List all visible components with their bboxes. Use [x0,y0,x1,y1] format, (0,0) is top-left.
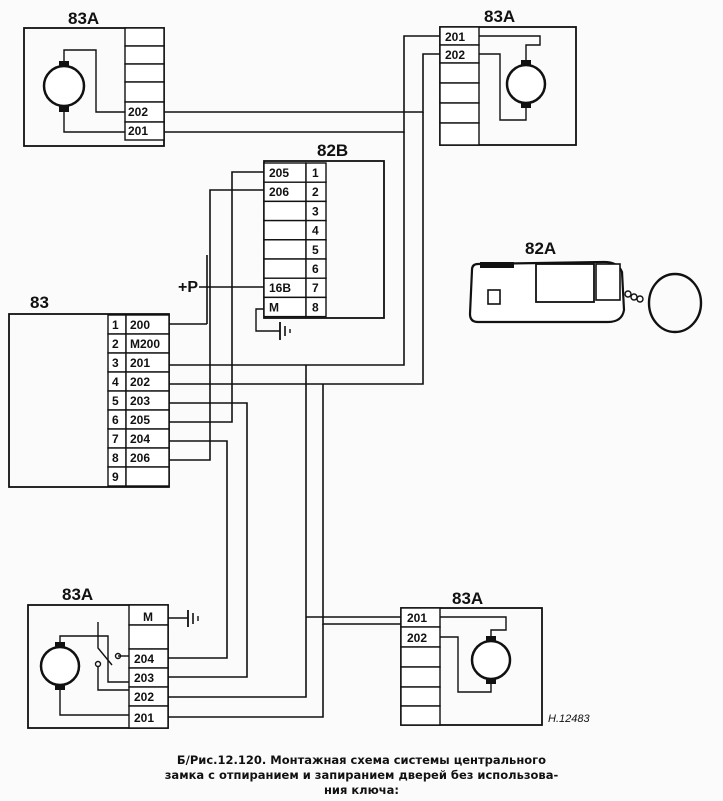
motor-bottom-right: 83A 201 202 [400,589,543,726]
motor-top-left-pin-label: 201 [128,124,148,138]
motor-icon [42,61,86,112]
relay-pin-number: 8 [312,300,319,314]
unit-pin-number: 4 [112,375,119,389]
unit-pin-name: 206 [130,451,150,465]
unit-pin-name: M200 [130,337,160,351]
motor-top-left-title: 83A [68,9,99,28]
unit-pin-number: 3 [112,356,119,370]
motor-top-left: 83A 202 201 [23,9,165,147]
unit-pin-name: 203 [130,394,150,408]
relay-pin-number: 6 [312,262,319,276]
relay-pin-number: 1 [312,166,319,180]
motor-top-right-pin-label: 201 [445,30,465,44]
motor-icon [505,60,547,108]
motor-icon [470,636,512,684]
caption-line-3: ния ключа: [323,783,400,797]
unit-pin-name: 205 [130,413,150,427]
unit-pin-number: 1 [112,318,119,332]
relay-pin-name: 206 [269,185,289,199]
motor-bottom-left-pin-label: 202 [134,690,154,704]
control-unit-pin-cells: 1 200 2 M200 3 201 4 202 5 203 6 205 7 204 8 206 9 [107,314,170,487]
relay-pin-cells: 205 1 206 2 3 4 5 6 16B 7M 8 [263,162,327,318]
motor-bottom-right-title: 83A [452,589,483,608]
motor-icon [39,642,81,690]
relay-pin-number-cell [305,296,327,318]
relay-pin-number: 3 [312,204,319,218]
remote-title: 82A [525,239,556,258]
motor-top-right-title: 83A [484,7,515,26]
power-label: +P [178,279,198,296]
relay-pin-number: 5 [312,243,319,257]
motor-top-right-pin-label: 202 [445,48,465,62]
caption-line-1: Б/Рис.12.120. Монтажная схема системы це… [176,753,547,767]
ground-icon [168,610,199,627]
relay-pin-name: M [269,300,279,314]
caption-line-2: замка с отпиранием и запиранием дверей б… [164,768,559,782]
unit-pin-name: 204 [130,432,150,446]
unit-pin-number: 2 [112,337,119,351]
relay-pin-name: 205 [269,166,289,180]
remote-key-fob: 82A [468,239,703,334]
relay-pin-number: 2 [312,185,319,199]
limit-switch-icon [94,622,129,691]
wiring-diagram: 83A 202 201 83A 201 202 [8,7,703,729]
relay-pin-name-cell [263,200,307,222]
motor-bottom-left-pin-label: 204 [134,652,154,666]
control-unit-title: 83 [30,293,49,312]
relay-pin-name-cell [263,239,307,260]
ground-icon [255,308,291,340]
key-ring-icon [647,272,703,334]
relay-pin-name: 16B [269,281,291,295]
motor-bottom-left-pin-label: 201 [134,711,154,725]
wiring-harness [164,35,440,718]
relay-pin-number: 4 [312,224,319,238]
motor-top-left-pin-label: 202 [128,105,148,119]
motor-bottom-left-pin-label: M [143,610,153,624]
motor-bottom-right-pin-label: 202 [407,631,427,645]
relay-block: 82B 205 1 206 2 3 4 5 6 16B 7M 8 [263,141,385,319]
motor-top-left-pin-201 [124,121,165,141]
motor-bottom-left-title: 83A [62,585,93,604]
control-unit: 83 1 200 2 M200 3 201 4 202 5 203 6 205 7 204 8 206 9 [8,293,170,488]
unit-pin-number: 7 [112,432,119,446]
motor-bottom-left-pin-label: 203 [134,671,154,685]
motor-bottom-left: 83A M 204 203 202 201 [27,585,199,729]
unit-pin-name: 201 [130,356,150,370]
unit-pin-name: 200 [130,318,150,332]
relay-pin-number: 7 [312,281,319,295]
unit-pin-name: 202 [130,375,150,389]
motor-top-right: 83A 201 202 [439,7,577,146]
unit-pin-number: 5 [112,394,119,408]
unit-pin-number: 6 [112,413,119,427]
relay-pin-name-cell [263,258,307,279]
relay-pin-name-cell [263,219,307,241]
unit-pin-number: 8 [112,451,119,465]
unit-pin-number: 9 [112,470,119,484]
motor-bottom-right-pin-label: 201 [407,611,427,625]
drawing-code: H.12483 [548,713,590,725]
relay-title: 82B [317,141,348,160]
unit-pin-name-cell [125,466,170,487]
figure-caption: Б/Рис.12.120. Монтажная схема системы це… [0,753,723,798]
